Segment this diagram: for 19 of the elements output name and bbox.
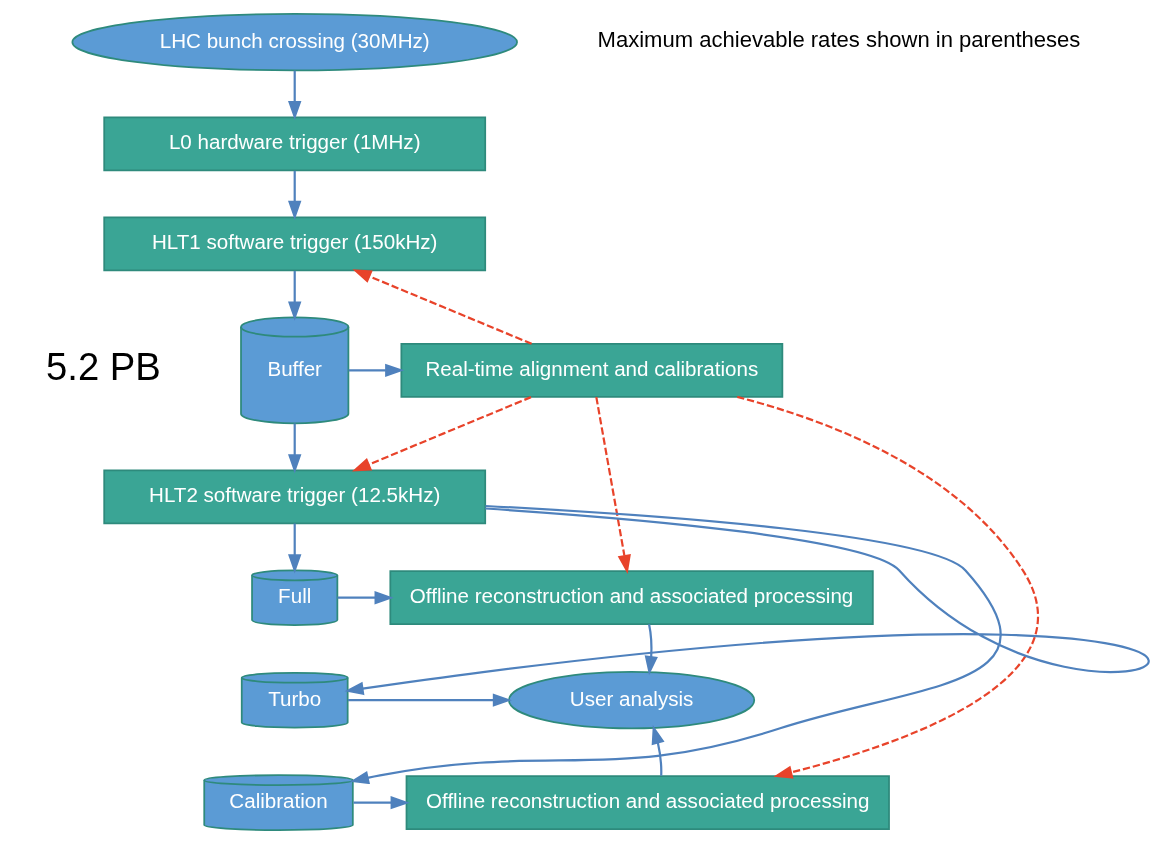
label: Maximum achievable rates shown in parentheses: [597, 27, 1081, 53]
arrow: [348, 363, 405, 378]
arrow: [651, 725, 665, 776]
arrow: [352, 269, 533, 345]
arrow: [351, 396, 532, 472]
node-box: HLT1 software trigger (150kHz): [103, 216, 487, 272]
node-box: Offline reconstruction and associated processing: [405, 775, 890, 830]
arrow: [288, 270, 302, 321]
arrow: [288, 70, 302, 121]
node-label: 5.2 PB: [46, 344, 161, 388]
arrow: [288, 523, 302, 574]
node-box: L0 hardware trigger (1MHz): [103, 116, 487, 172]
arrow: [288, 170, 302, 220]
node-box: Real-time alignment and calibrations: [400, 342, 784, 398]
arrow: [348, 693, 512, 707]
arrow: [353, 795, 410, 810]
node-box: HLT2 software trigger (12.5kHz): [103, 469, 487, 525]
node-ellipse: LHC bunch crossing (30MHz): [71, 13, 518, 72]
arrow: [288, 423, 302, 474]
